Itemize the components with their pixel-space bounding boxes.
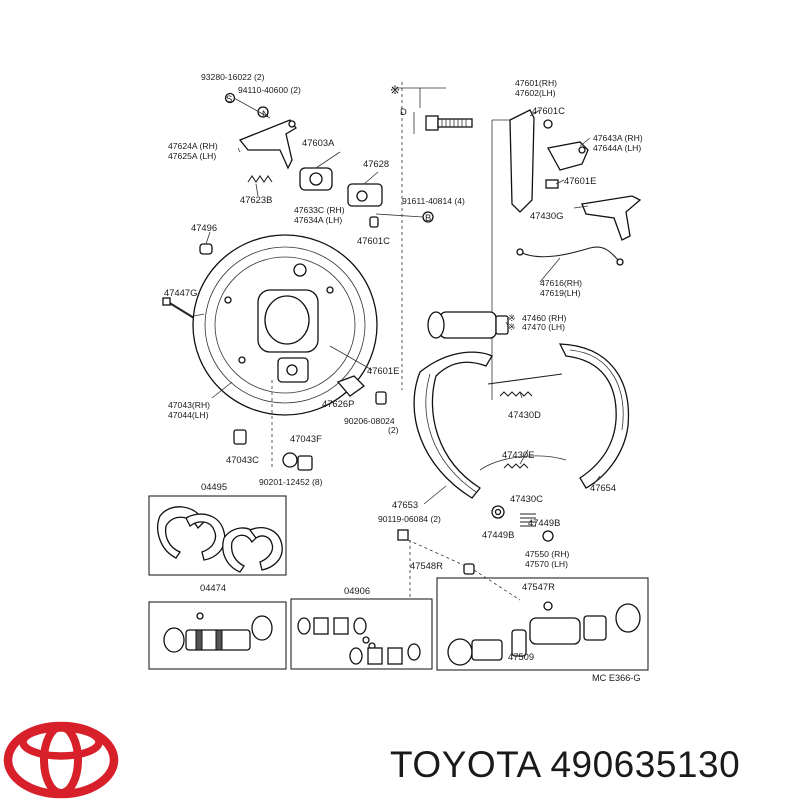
part-number: 490635130 [550,744,741,785]
part-label: 47601C [357,235,390,246]
asterisk-mark: ※ [508,313,516,323]
washer-47043F [282,452,298,468]
brand-caption: TOYOTA 490635130 [390,740,790,790]
leader-lines [193,109,601,505]
toyota-logo [3,721,119,799]
part-label: 47043(RH) [168,400,210,410]
kit-box-47550 [436,577,649,671]
part-label: 47509 [508,651,534,662]
nut-90201 [297,455,313,471]
backing-plate-47043 [192,234,378,416]
part-label: 47044(LH) [168,410,209,420]
part-label: (2) [388,425,399,435]
part-label: 47547R [522,581,555,592]
link-47430G [581,195,642,241]
part-label: 04474 [200,582,226,593]
part-label: 91611-40814 (4) [402,196,465,206]
part-label: 47550 (RH) [525,549,570,559]
spring-47430E [503,463,529,469]
bleeder-47548R [463,563,475,575]
dimension-label: D [400,106,407,117]
part-label: 94110-40600 (2) [238,85,301,95]
diagram-code: MC E366-G [592,673,641,683]
part-label: B [425,212,431,223]
part-label: 90119-06084 (2) [378,514,441,524]
adjuster-47628 [347,183,383,207]
part-label: 47619(LH) [540,288,581,298]
part-label: 47654 [590,482,616,493]
part-label: 47653 [392,499,418,510]
brake-pin-D [392,87,473,134]
part-label: 47447G [164,287,197,298]
bleeder-47043C [233,429,247,445]
part-label: 93280-16022 (2) [201,72,265,82]
kit-box-04474 [148,601,287,670]
part-label: 47430G [530,210,563,221]
kit-04906-seals [297,617,421,665]
part-label: 47616(RH) [540,278,582,288]
adjuster-47603A [299,167,333,191]
part-label: 47043F [290,433,322,444]
kit-04495-shoes [157,506,283,573]
brake-shoe-47654 [558,343,630,489]
brand-name: TOYOTA [390,744,540,785]
asterisk-mark: ※ [508,322,516,332]
part-label: 47601E [367,365,399,376]
wheel-cylinder-47460 [427,311,509,339]
part-label: 47449B [528,517,560,528]
part-label: 47625A (LH) [168,151,216,161]
parking-lever-47601 [509,109,535,213]
part-label: 47430E [502,449,534,460]
part-label: 47548R [410,560,443,571]
part-label: 47470 (LH) [522,322,565,332]
strut-47430D [487,373,563,385]
part-label: S [226,93,232,104]
kit-04474-cylinder [163,612,273,653]
part-label: 47043C [226,454,259,465]
brake-shoe-47653 [413,351,493,499]
wheel-cylinder-47550 [447,601,641,666]
part-label: 47460 (RH) [522,313,567,323]
part-label: 90201-12452 (8) [259,477,323,487]
part-label: 47601(RH) [515,78,557,88]
part-labels: 93280-16022 (2) S 94110-40600 (2) N 47624A (… [164,72,643,683]
part-label: 47643A (RH) [593,133,643,143]
part-label: 47628 [363,158,389,169]
part-label: 47603A [302,137,335,148]
parking-lever-47624A [238,119,297,170]
part-label: 47644A (LH) [593,143,641,153]
part-label: 47602(LH) [515,88,556,98]
part-label: 47634A (LH) [294,215,342,225]
bolt-47447G [162,297,195,319]
part-label: N [262,108,269,119]
clip-47449B-right [542,530,554,542]
part-label: 47430C [510,493,543,504]
kit-box-04906 [290,598,433,670]
part-label: 90206-08024 [344,416,395,426]
plug-47496 [199,243,213,255]
asterisk-mark: ※ [390,83,400,97]
part-label: 47601E [564,175,596,186]
part-label: 47496 [191,222,217,233]
spring-47623B [247,175,273,183]
part-label: 47624A (RH) [168,141,218,151]
part-label: 04495 [201,481,227,492]
cable-47616 [519,246,621,263]
spring-47430C [520,513,536,527]
part-label: 47626P [322,398,354,409]
part-label: 47633C (RH) [294,205,345,215]
part-label: 47430D [508,409,541,420]
lever-47643A [547,141,589,171]
part-label: 04906 [344,585,370,596]
washer-n-symbol [257,106,269,118]
part-label: 47601C [532,105,565,116]
kit-box-04495 [148,495,287,576]
bracket-47626P [336,375,366,397]
part-label: 47449B [482,529,514,540]
part-label: 47623B [240,194,272,205]
part-label: 47570 (LH) [525,559,568,569]
